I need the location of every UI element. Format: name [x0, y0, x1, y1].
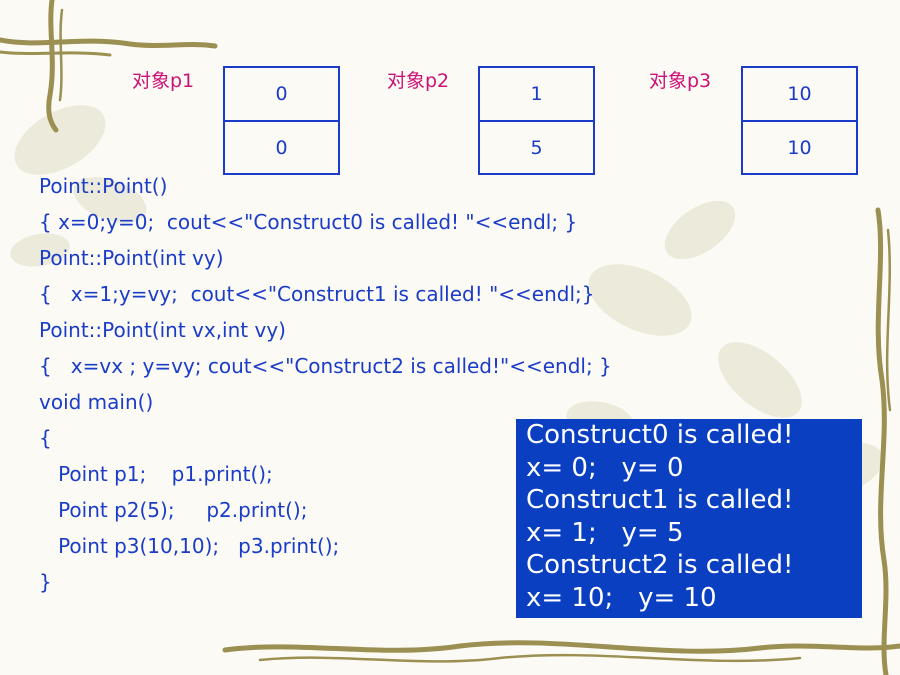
object-box-p1: 0 0 [223, 66, 340, 175]
console-line: Construct2 is called! [526, 550, 794, 580]
object-box-p2: 1 5 [478, 66, 595, 175]
console-line: x= 0; y= 0 [526, 452, 684, 483]
console-line: Construct0 is called! [526, 420, 794, 450]
object-p3-x-value: 10 [787, 83, 812, 105]
code-line: { x=0;y=0; cout<<"Construct0 is called! … [39, 210, 578, 234]
object-p2-y-value: 5 [480, 120, 593, 173]
console-output-panel: Construct0 is called! x= 0; y= 0 Constru… [516, 419, 862, 618]
object-p1-y-value: 0 [225, 120, 338, 173]
object-label-p2: 对象p2 [387, 70, 450, 92]
code-line: Point::Point(int vx,int vy) [39, 318, 286, 342]
code-line: { x=1;y=vy; cout<<"Construct1 is called!… [39, 282, 595, 306]
code-listing: Point::Point() { x=0;y=0; cout<<"Constru… [39, 168, 612, 600]
object-box-p3: 10 10 [741, 66, 858, 175]
object-p1-x-value: 0 [275, 83, 288, 105]
code-line: Point::Point() [39, 174, 168, 198]
code-line: Point p3(10,10); p3.print(); [39, 534, 340, 558]
object-p3-y-value: 10 [743, 120, 856, 173]
object-label-p3: 对象p3 [649, 70, 712, 92]
code-line: { x=vx ; y=vy; cout<<"Construct2 is call… [39, 354, 612, 378]
console-line: x= 1; y= 5 [526, 517, 684, 548]
code-line: Point p1; p1.print(); [39, 462, 273, 486]
object-label-p1: 对象p1 [132, 70, 195, 92]
code-line: Point::Point(int vy) [39, 246, 224, 270]
object-p2-x-value: 1 [530, 83, 543, 105]
code-line: } [39, 570, 52, 594]
code-line: void main() [39, 390, 154, 414]
code-line: Point p2(5); p2.print(); [39, 498, 308, 522]
console-line: Construct1 is called! [526, 485, 794, 515]
console-line: x= 10; y= 10 [526, 582, 717, 613]
code-line: { [39, 426, 52, 450]
